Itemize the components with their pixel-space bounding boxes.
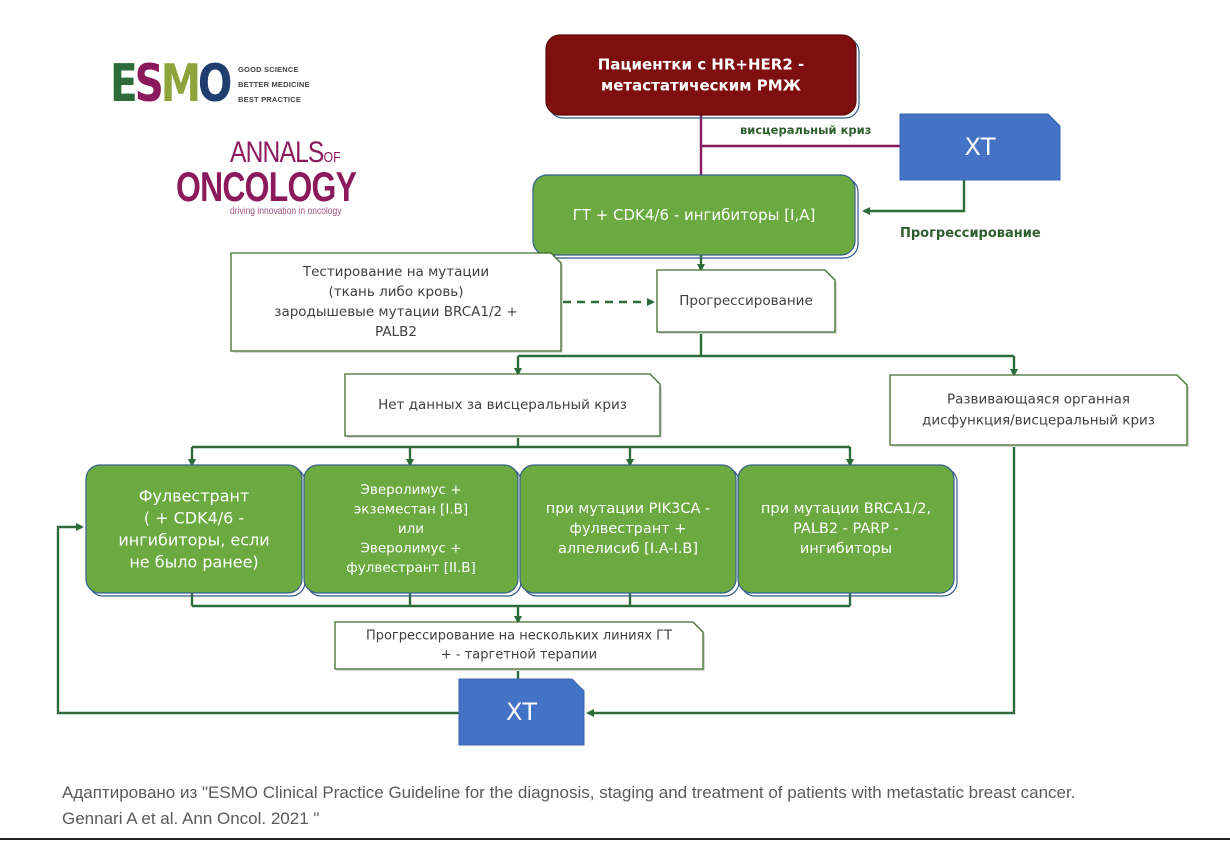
caption-line: Gennari A et al. Ann Oncol. 2021 " bbox=[62, 809, 320, 828]
oncology-title: ONCOLOGY bbox=[176, 163, 357, 210]
chemo-top-node: ХТ bbox=[899, 113, 1061, 181]
testing-node-label: PALB2 bbox=[375, 324, 417, 340]
treatment-option-1-label: ингибиторы, если bbox=[118, 531, 269, 550]
treatment-option-4-shape bbox=[737, 464, 955, 594]
organ-dysfunction-to-chemo-connector bbox=[586, 445, 1016, 717]
chemo-to-first-line-connector bbox=[862, 180, 966, 215]
visceral-crisis-label: висцеральный криз bbox=[740, 123, 871, 137]
start-node: Пациентки с HR+HER2 - метастатическим РМЖ bbox=[545, 34, 860, 119]
treatment-option-3-shape bbox=[519, 464, 737, 594]
treatment-option-1-label: Фулвестрант bbox=[139, 487, 250, 506]
source-caption: Адаптировано из "ESMO Clinical Practice … bbox=[62, 780, 1212, 832]
organ-dysfunction-node-label: дисфункция/висцеральный криз bbox=[922, 413, 1155, 429]
chemo-loop-connector bbox=[56, 523, 459, 715]
chemo-top-node-label: ХТ bbox=[964, 133, 995, 161]
progression-node: Прогрессирование bbox=[656, 269, 837, 334]
first-line-node-shape bbox=[532, 174, 856, 256]
annals-title: ANNALSOF bbox=[230, 136, 341, 169]
no-crisis-node: Нет данных за висцеральный криз bbox=[344, 373, 662, 438]
progression-node-shape bbox=[656, 269, 836, 333]
testing-node-label: (ткань либо кровь) bbox=[328, 284, 463, 300]
treatment-option-3-label: фулвестрант + bbox=[570, 521, 687, 537]
treatment-option-4-label: PALB2 - PARP - bbox=[793, 521, 899, 537]
treatment-option-4: при мутации BRCA1/2, PALB2 - PARP - ингиби… bbox=[737, 464, 958, 597]
connectors bbox=[56, 115, 1018, 717]
esmo-letter: O bbox=[197, 54, 233, 114]
treatment-option-1-label: не было ранее) bbox=[129, 553, 258, 572]
testing-node-label: Тестирование на мутации bbox=[302, 264, 489, 280]
treatment-option-2-label: или bbox=[398, 521, 424, 537]
organ-dysfunction-node-shape bbox=[889, 374, 1188, 446]
chemo-bottom-node-shape bbox=[458, 678, 585, 746]
treatment-option-1: Фулвестрант ( + CDK4/6 - ингибиторы, если н… bbox=[85, 464, 306, 597]
treatment-option-3: при мутации PIK3CA - фулвестрант + алпелис… bbox=[519, 464, 740, 597]
nodes: Пациентки с HR+HER2 - метастатическим РМЖ… bbox=[85, 34, 1189, 746]
bottom-divider bbox=[0, 838, 1230, 840]
multi-progression-node-shape bbox=[334, 621, 704, 670]
treatment-option-2-label: Эверолимус + bbox=[360, 482, 461, 498]
multi-progression-node-label: + - таргетной терапии bbox=[441, 648, 597, 663]
multi-progression-node-label: Прогрессирование на нескольких линиях ГТ bbox=[366, 629, 672, 644]
esmo-taglines: GOOD SCIENCE BETTER MEDICINE BEST PRACTI… bbox=[238, 62, 310, 107]
treatment-option-2-label: экземестан [I.B] bbox=[354, 502, 468, 518]
progression-node-label: Прогрессирование bbox=[679, 293, 813, 309]
progression-side-label: Прогрессирование bbox=[900, 226, 1041, 241]
esmo-tagline: BEST PRACTICE bbox=[238, 95, 302, 104]
testing-node-label: зародышевые мутации BRCA1/2 + bbox=[274, 304, 517, 320]
no-crisis-node-shape bbox=[344, 373, 661, 437]
chemo-bottom-node-label: ХТ bbox=[506, 698, 537, 726]
no-crisis-node-label: Нет данных за висцеральный криз bbox=[378, 397, 627, 413]
testing-node: Тестирование на мутации (ткань либо кровь… bbox=[230, 252, 563, 353]
treatment-option-1-label: ( + CDK4/6 - bbox=[144, 509, 244, 528]
treatment-option-2: Эверолимус +экземестан [I.B]илиЭверолиму… bbox=[303, 464, 522, 597]
treatment-option-3-label: алпелисиб [I.A-I.B] bbox=[558, 541, 698, 557]
chemo-top-node-shape bbox=[899, 113, 1061, 181]
treatment-option-4-label: ингибиторы bbox=[800, 541, 892, 557]
treatment-option-1-shape bbox=[85, 464, 303, 594]
esmo-tagline: BETTER MEDICINE bbox=[238, 80, 310, 89]
start-node-label: Пациентки с HR+HER2 - bbox=[598, 56, 804, 74]
first-line-node-label: ГТ + CDK4/6 - ингибиторы [I,A] bbox=[573, 206, 816, 224]
chemo-bottom-node: ХТ bbox=[458, 678, 585, 746]
treatment-option-2-label: фулвестрант [II.B] bbox=[346, 560, 476, 576]
first-line-node: ГТ + CDK4/6 - ингибиторы [I,A] bbox=[532, 174, 859, 259]
treatment-option-2-label: Эверолимус + bbox=[360, 541, 461, 557]
caption-line: Адаптировано из "ESMO Clinical Practice … bbox=[62, 783, 1076, 802]
treatment-option-2-shape bbox=[303, 464, 519, 594]
esmo-letter: E bbox=[110, 54, 138, 114]
start-node-shape bbox=[545, 34, 857, 116]
organ-dysfunction-node-label: Развивающаяся органная bbox=[947, 392, 1130, 408]
esmo-letter: S bbox=[134, 54, 164, 114]
esmo-tagline: GOOD SCIENCE bbox=[238, 65, 299, 74]
start-node-label: метастатическим РМЖ bbox=[601, 77, 802, 95]
organ-dysfunction-node: Развивающаяся органная дисфункция/висцера… bbox=[889, 374, 1189, 447]
esmo-letter: M bbox=[160, 54, 201, 114]
treatment-option-3-label: при мутации PIK3CA - bbox=[546, 501, 711, 517]
multi-progression-node: Прогрессирование на нескольких линиях ГТ… bbox=[334, 621, 705, 671]
treatment-option-4-label: при мутации BRCA1/2, bbox=[761, 501, 931, 517]
testing-node-shape bbox=[230, 252, 562, 352]
annals-subtitle: driving innovation in oncology bbox=[230, 206, 342, 217]
